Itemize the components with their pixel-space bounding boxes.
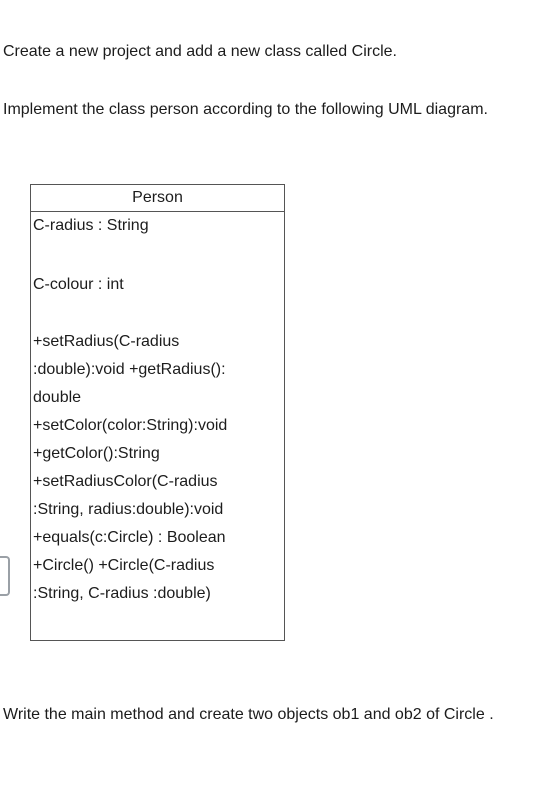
uml-attribute-radius: C-radius : String — [33, 217, 149, 234]
uml-method-line: +setRadiusColor(C-radius — [33, 473, 218, 490]
uml-class-name: Person — [31, 185, 284, 212]
instruction-main-method: Write the main method and create two obj… — [3, 706, 494, 723]
uml-method-line: +Circle() +Circle(C-radius — [33, 557, 215, 574]
uml-method-line: +setColor(color:String):void — [33, 417, 228, 434]
instruction-implement-class: Implement the class person according to … — [3, 101, 488, 118]
side-handle[interactable] — [0, 556, 10, 596]
instruction-create-project: Create a new project and add a new class… — [3, 43, 397, 60]
uml-method-line: +setRadius(C-radius — [33, 333, 180, 350]
uml-method-line: +equals(c:Circle) : Boolean — [33, 529, 226, 546]
uml-method-line: :String, C-radius :double) — [33, 585, 211, 602]
uml-class-diagram: Person C-radius : String C-colour : int … — [30, 184, 285, 641]
uml-method-line: :double):void +getRadius(): — [33, 361, 226, 378]
uml-attribute-colour: C-colour : int — [33, 276, 124, 293]
uml-method-line: :String, radius:double):void — [33, 501, 224, 518]
uml-method-line: double — [33, 389, 82, 406]
uml-method-line: +getColor():String — [33, 445, 160, 462]
